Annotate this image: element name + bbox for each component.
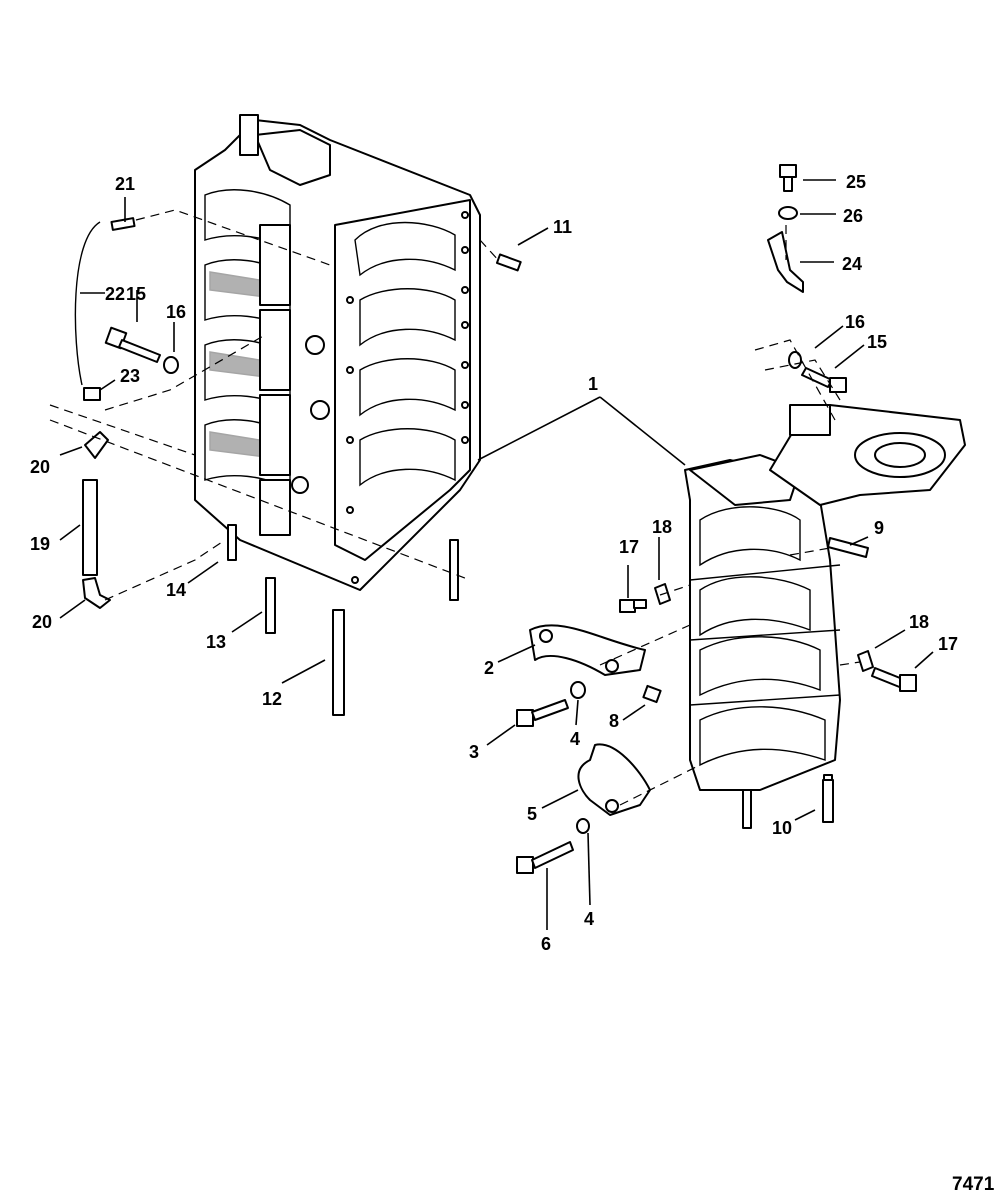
callout-3: 3 — [469, 742, 479, 762]
callout-labels: 1 2 3 4 4 5 6 8 9 10 11 12 13 14 15 15 1… — [30, 172, 958, 954]
callout-12: 12 — [262, 689, 282, 709]
callout-4-upper: 4 — [570, 729, 580, 749]
flange-bolt-holes — [346, 211, 469, 584]
stud-9 — [827, 537, 869, 558]
screw-17-right — [871, 667, 917, 692]
callout-13: 13 — [206, 632, 226, 652]
washer-26 — [778, 206, 798, 220]
cylinder-block — [194, 114, 481, 601]
callout-17-right: 17 — [938, 634, 958, 654]
callout-10: 10 — [772, 818, 792, 838]
washer-16-right — [788, 351, 802, 369]
washer-4-lower — [576, 818, 590, 834]
callout-20-top: 20 — [30, 457, 50, 477]
callout-1: 1 — [588, 374, 598, 394]
leader-lines — [59, 179, 934, 930]
callout-18-right: 18 — [909, 612, 929, 632]
stud-12 — [332, 609, 345, 716]
hose-22 — [74, 221, 101, 386]
dowel-8 — [642, 684, 662, 704]
callout-14: 14 — [166, 580, 186, 600]
washer-4-upper — [570, 681, 586, 699]
callout-22: 22 — [105, 284, 125, 304]
dowel-pin-11 — [495, 253, 522, 272]
callout-20-bottom: 20 — [32, 612, 52, 632]
callout-18-left: 18 — [652, 517, 672, 537]
crankcase-cover — [684, 404, 966, 829]
elbow-20-bottom — [82, 577, 111, 609]
callout-15-left: 15 — [126, 284, 146, 304]
callout-2: 2 — [484, 658, 494, 678]
hose-19 — [82, 479, 98, 576]
alignment-lines — [49, 209, 861, 806]
bolt-3 — [516, 699, 569, 727]
bolt-15-left — [104, 326, 161, 363]
callout-9: 9 — [874, 518, 884, 538]
callout-11: 11 — [553, 217, 572, 237]
callout-17-left: 17 — [619, 537, 639, 557]
washer-16-left — [163, 356, 179, 374]
bolt-6 — [516, 841, 574, 874]
fitting-23 — [83, 387, 101, 401]
callout-6: 6 — [541, 934, 551, 954]
callout-4-lower: 4 — [584, 909, 594, 929]
callout-24: 24 — [842, 254, 862, 274]
callout-16-left: 16 — [166, 302, 186, 322]
bracket-24 — [767, 231, 804, 293]
stud-10 — [822, 779, 834, 823]
callout-21: 21 — [115, 174, 135, 194]
fitting-21 — [110, 217, 136, 231]
bearing-cap-2 — [529, 624, 646, 676]
callout-15-right: 15 — [867, 332, 887, 352]
callout-19: 19 — [30, 534, 50, 554]
callout-23: 23 — [120, 366, 140, 386]
stud-13 — [265, 577, 276, 634]
bearing-cap-5 — [577, 743, 651, 816]
callout-25: 25 — [846, 172, 866, 192]
figure-number: 7471 — [952, 1174, 995, 1195]
lockwasher-18-right — [857, 650, 874, 672]
bolt-15-right — [801, 367, 847, 393]
screw-17-left — [619, 599, 647, 613]
callout-5: 5 — [527, 804, 537, 824]
bolt-25 — [779, 164, 797, 192]
callout-26: 26 — [843, 206, 863, 226]
elbow-20-top — [84, 431, 109, 459]
callout-8: 8 — [609, 711, 619, 731]
callout-16-right: 16 — [845, 312, 865, 332]
